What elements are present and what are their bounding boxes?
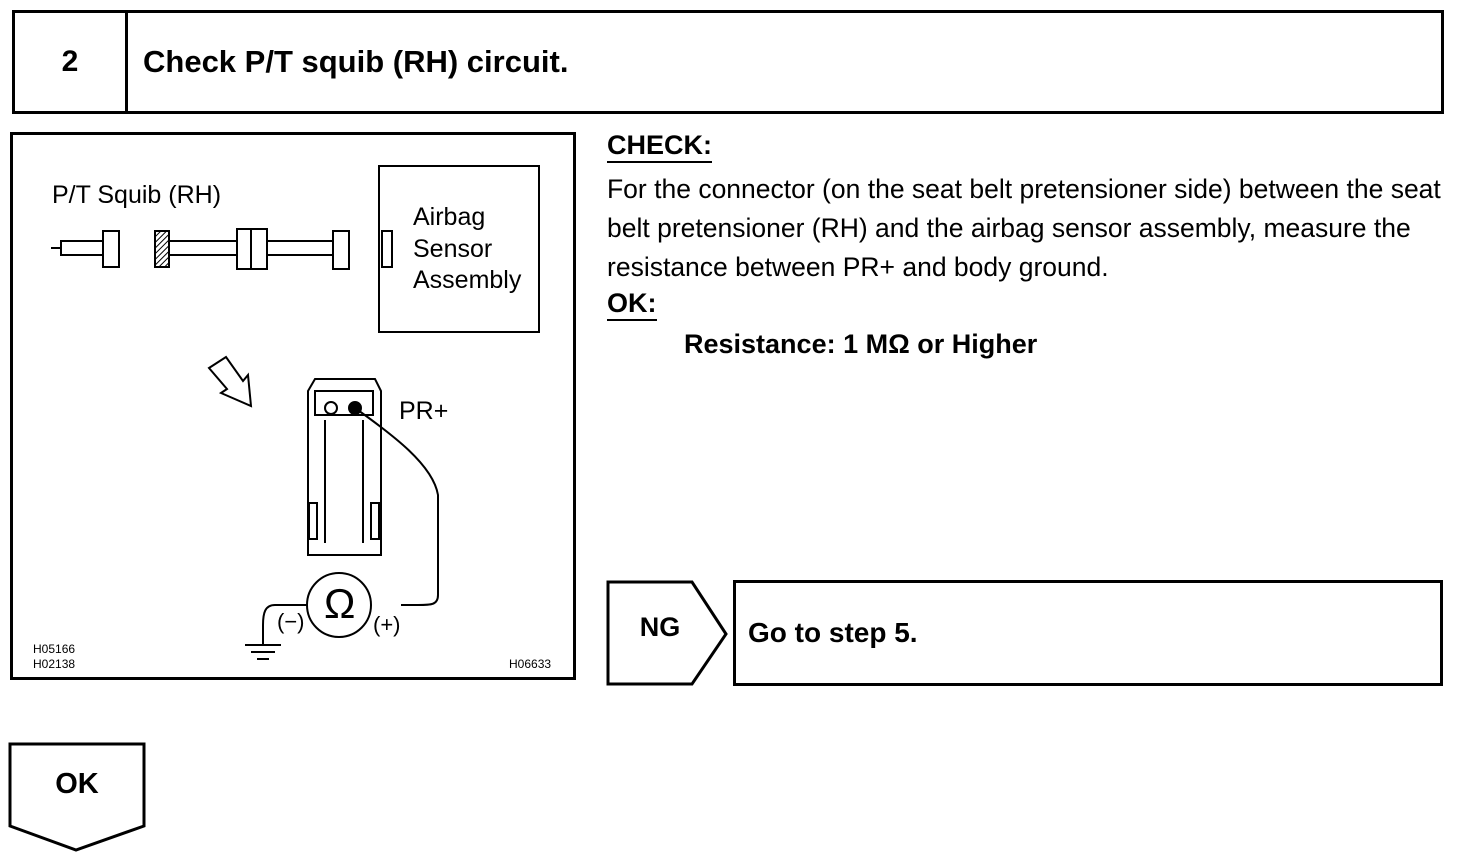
check-instructions: For the connector (on the seat belt pret… bbox=[607, 174, 1441, 282]
airbag-sensor-box bbox=[378, 165, 540, 333]
ok-arrow-shape bbox=[8, 742, 146, 852]
step-title: Check P/T squib (RH) circuit. bbox=[143, 44, 569, 79]
step-header: 2 Check P/T squib (RH) circuit. bbox=[12, 10, 1444, 114]
ok-title: OK: bbox=[607, 288, 657, 321]
figure-code-1: H05166 bbox=[33, 642, 76, 656]
sensor-label-3: Assembly bbox=[413, 266, 522, 294]
step-number: 2 bbox=[15, 13, 128, 111]
plus-label: (+) bbox=[373, 612, 401, 637]
squib-label: P/T Squib (RH) bbox=[52, 181, 222, 209]
sensor-label-1: Airbag bbox=[413, 203, 486, 231]
direction-arrow bbox=[207, 355, 253, 408]
ok-spec: Resistance: 1 MΩ or Higher bbox=[684, 329, 1038, 359]
check-title: CHECK: bbox=[607, 130, 712, 163]
diagram-drawing bbox=[51, 165, 540, 660]
sensor-label-2: Sensor bbox=[413, 235, 493, 263]
wiring-diagram: P/T Squib (RH) Airbag Sensor Assembly PR… bbox=[10, 132, 576, 680]
squib-connector-left bbox=[102, 230, 120, 268]
figure-code-3: H06633 bbox=[509, 657, 552, 671]
squib-plug bbox=[60, 240, 104, 256]
ng-action-box: Go to step 5. bbox=[733, 580, 1443, 686]
right-connector bbox=[332, 230, 350, 270]
ohm-symbol: Ω bbox=[324, 580, 356, 627]
figure-code-2: H02138 bbox=[33, 657, 76, 671]
ng-action-text: Go to step 5. bbox=[748, 617, 918, 648]
terminal-label: PR+ bbox=[399, 397, 449, 425]
ng-label: NG bbox=[639, 612, 681, 642]
connector-body bbox=[307, 378, 382, 556]
sensor-connector bbox=[381, 230, 393, 268]
ng-arrow-shape bbox=[606, 580, 728, 686]
minus-label: (−) bbox=[277, 609, 305, 634]
hatched-connector bbox=[154, 230, 170, 268]
ok-branch-label: OK bbox=[55, 768, 99, 800]
